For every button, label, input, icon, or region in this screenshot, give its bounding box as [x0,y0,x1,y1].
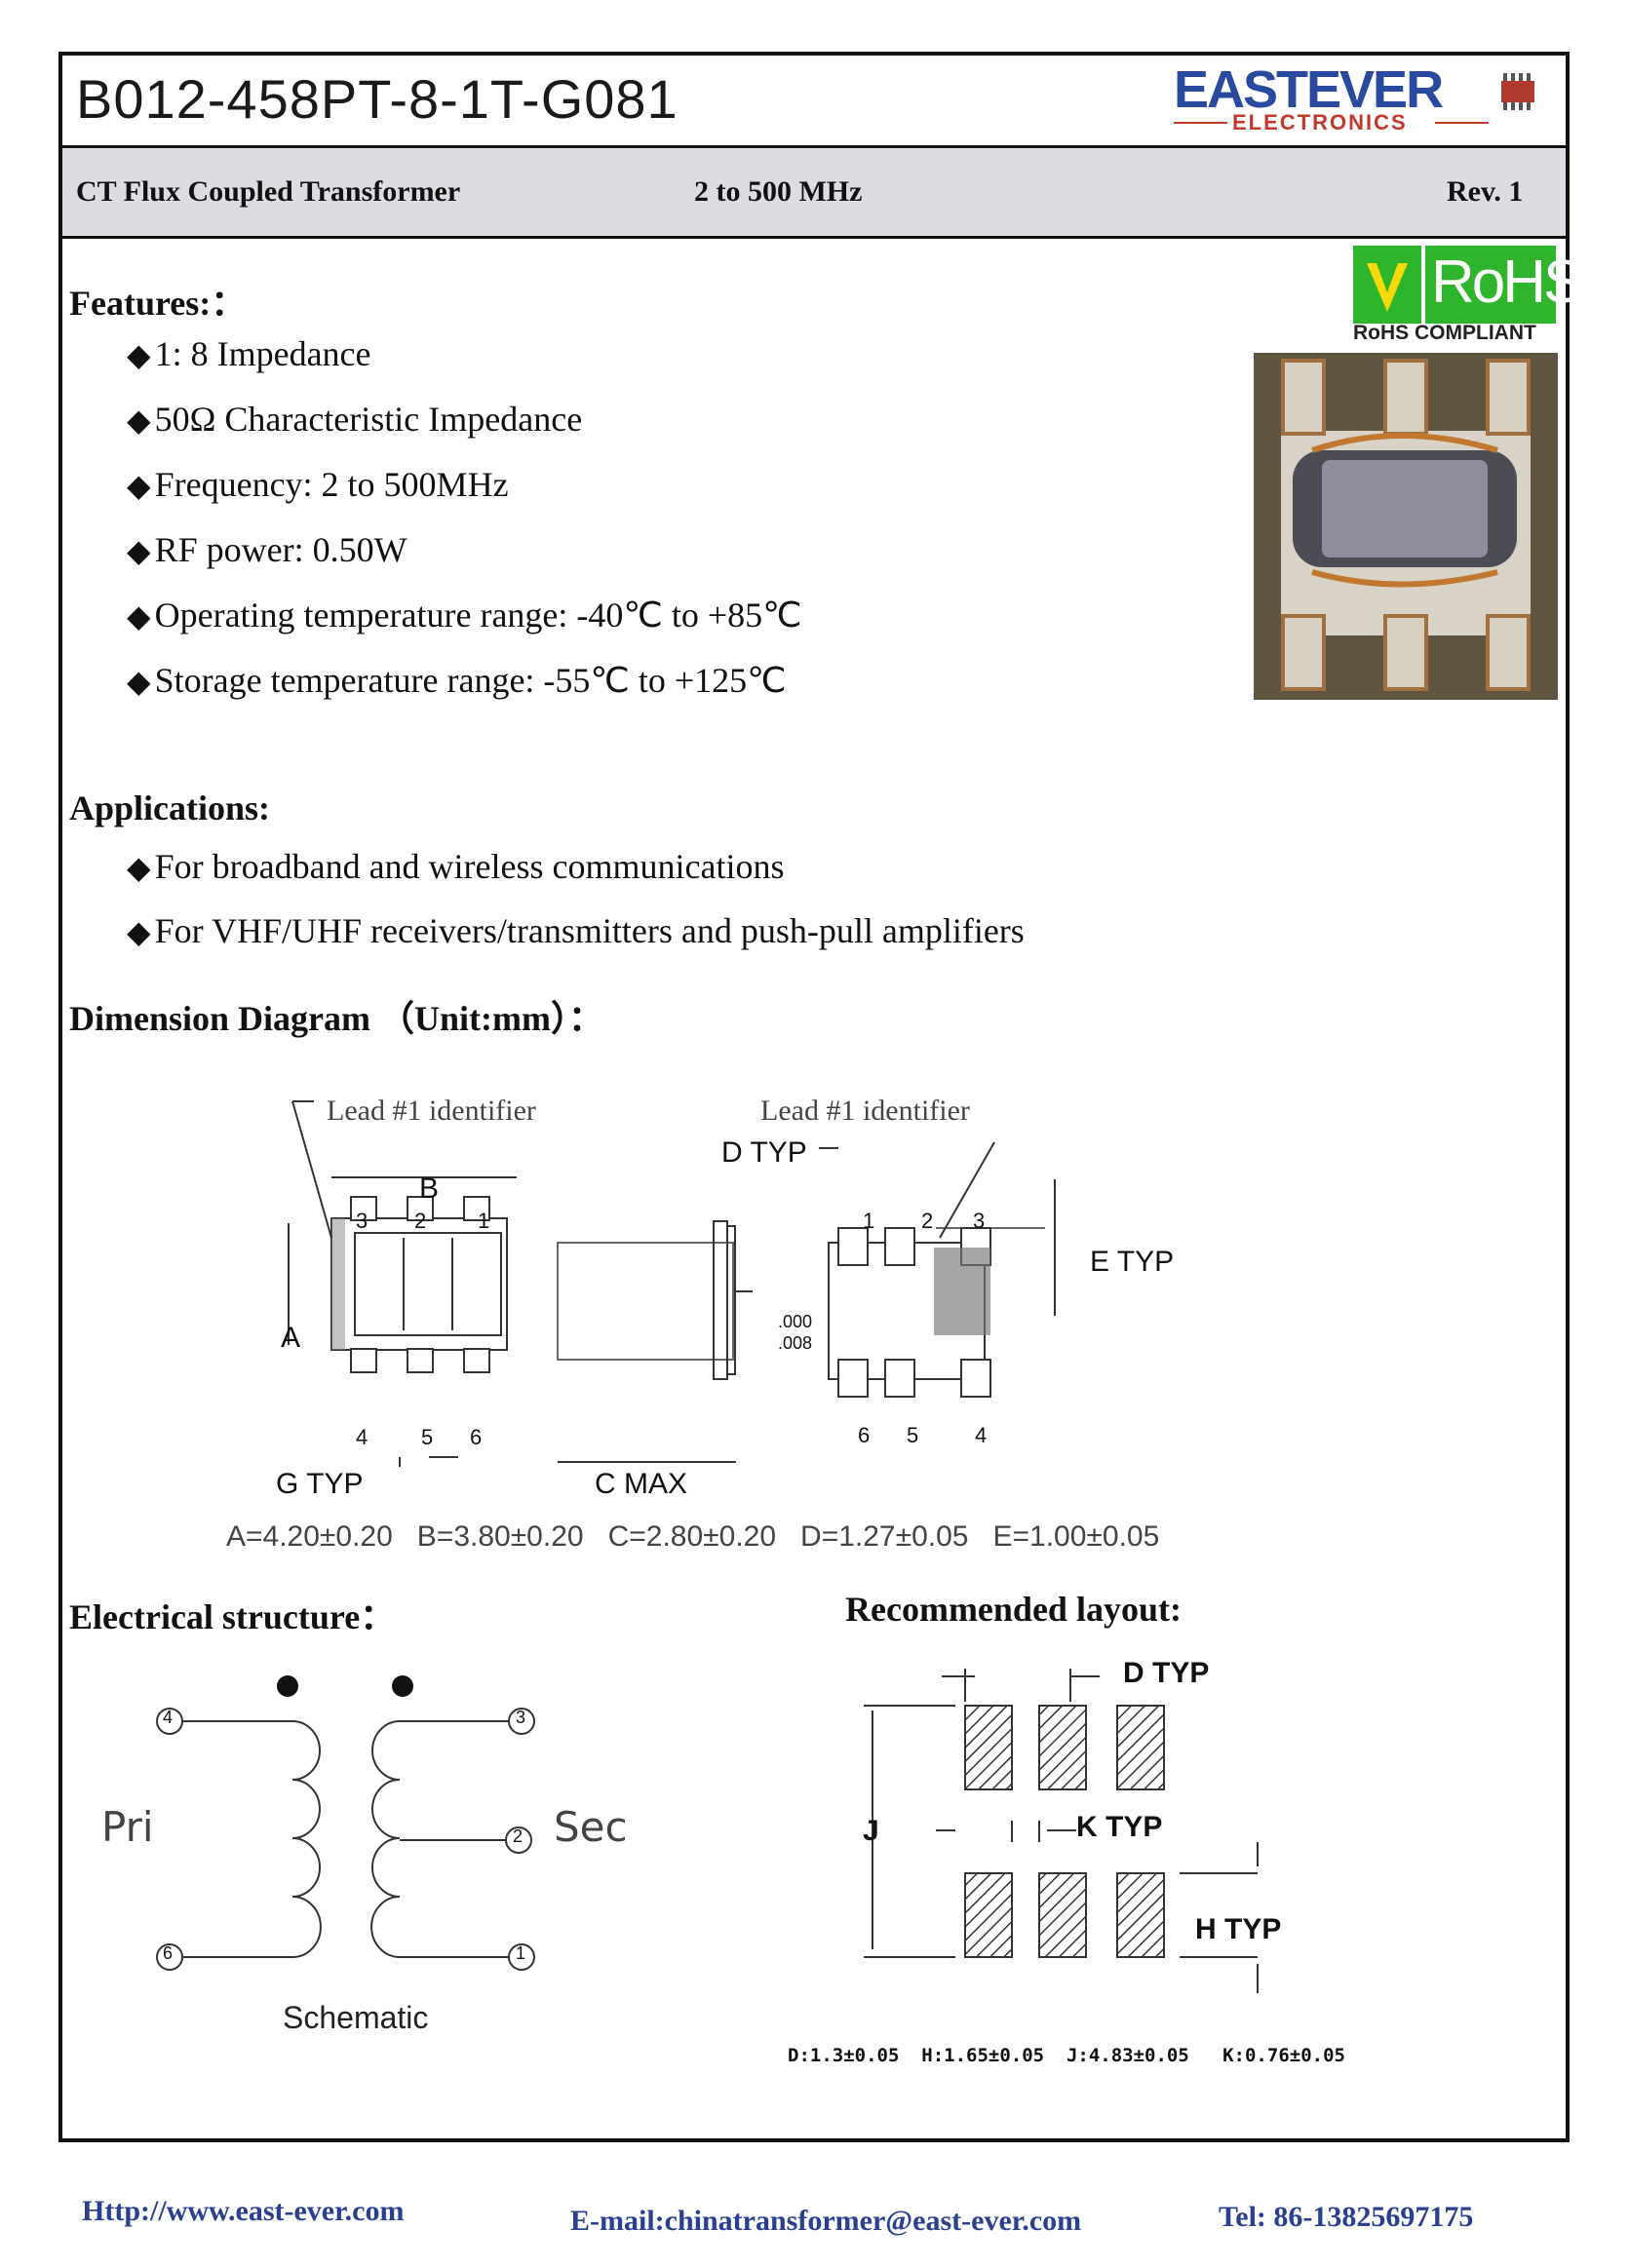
feature-item: ◆Frequency: 2 to 500MHz [127,464,509,505]
dimension-heading: Dimension Diagram （Unit:mm）： [69,999,603,1038]
schematic-drawing [156,1675,535,1971]
diamond-bullet-icon: ◆ [127,403,151,438]
feature-item: ◆Operating temperature range: -40℃ to +8… [127,595,802,635]
diamond-bullet-icon: ◆ [127,914,151,949]
feature-text: Storage temperature range: -55℃ to +125℃ [154,661,787,700]
application-item: ◆For broadband and wireless communicatio… [127,846,784,887]
diamond-bullet-icon: ◆ [127,468,151,503]
pin-5-bottom-right: 5 [907,1423,919,1447]
dim-label-g: G TYP [276,1468,364,1500]
pin-5-bottom-left: 5 [421,1425,434,1449]
dim-label-c: C MAX [595,1468,688,1500]
layout-label-h: H TYP [1195,1913,1282,1945]
title-row: B012-458PT-8-1T-G081 EASTEVER ELECTRONIC… [62,56,1566,148]
logo-sub-text: ELECTRONICS [1232,110,1408,135]
dim-label-b: B [419,1172,440,1205]
diamond-bullet-icon: ◆ [127,850,151,885]
feature-text: 50Ω Characteristic Impedance [154,400,583,439]
chip-icon [1501,73,1534,110]
lead-identifier-label-left: Lead #1 identifier [327,1095,536,1127]
pin-1-label: 1 [516,1943,526,1963]
layout-heading: Recommended layout: [845,1590,1182,1629]
dimension-values: A=4.20±0.20 B=3.80±0.20 C=2.80±0.20 D=1.… [226,1520,1159,1554]
feature-item: ◆1: 8 Impedance [127,333,371,374]
feature-item: ◆RF power: 0.50W [127,529,407,570]
dim-value-c: C=2.80±0.20 [607,1520,777,1553]
part-number: B012-458PT-8-1T-G081 [76,68,679,130]
dim-value-e: E=1.00±0.05 [992,1520,1160,1553]
pin-2-top-right: 2 [921,1209,934,1233]
feature-text: Operating temperature range: -40℃ to +85… [154,596,802,634]
schematic-caption: Schematic [283,2000,429,2035]
pin-1-top-left: 1 [478,1209,490,1233]
layout-label-j: J [863,1815,879,1847]
pin-6-bottom-right: 6 [858,1423,871,1447]
tolerance-bottom: .008 [778,1333,813,1353]
applications-heading: Applications: [69,788,271,827]
dim-label-d: D TYP [721,1136,807,1169]
datasheet-frame [58,52,1570,2142]
dimension-drawing [288,1100,1056,1467]
application-item: ◆For VHF/UHF receivers/transmitters and … [127,910,1025,951]
rohs-label: RoHS [1431,249,1583,316]
pin-6-label: 6 [163,1943,174,1963]
primary-label: Pri [101,1803,154,1851]
product-photo [1254,353,1558,700]
diamond-bullet-icon: ◆ [127,664,151,699]
pin-4-bottom-left: 4 [356,1425,368,1449]
dim-value-d: D=1.27±0.05 [800,1520,969,1553]
dim-value-a: A=4.20±0.20 [226,1520,393,1553]
feature-text: RF power: 0.50W [154,530,407,569]
rohs-badge: RoHS RoHS COMPLIANT [1353,246,1583,344]
features-heading: Features:： [69,284,247,323]
application-text: For VHF/UHF receivers/transmitters and p… [154,911,1025,950]
application-text: For broadband and wireless communication… [154,847,785,886]
feature-item: ◆50Ω Characteristic Impedance [127,399,582,440]
logo-rule-right [1435,122,1489,124]
layout-drawing [864,1669,1259,1993]
dim-label-e: E TYP [1090,1246,1175,1278]
feature-text: 1: 8 Impedance [154,334,371,373]
electrical-heading: Electrical structure： [69,1597,396,1636]
layout-label-k: K TYP [1076,1811,1163,1843]
logo-rule-left [1174,122,1227,124]
pin-2-top-left: 2 [414,1209,427,1233]
pin-2-label: 2 [513,1826,524,1846]
footer-telephone: Tel: 86-13825697175 [1219,2201,1474,2233]
feature-item: ◆Storage temperature range: -55℃ to +125… [127,660,787,701]
revision: Rev. 1 [1447,175,1524,208]
pin-4-label: 4 [163,1708,174,1727]
diamond-bullet-icon: ◆ [127,533,151,568]
dim-label-a: A [281,1322,301,1354]
layout-values: D:1.3±0.05 H:1.65±0.05 J:4.83±0.05 K:0.7… [788,2045,1345,2066]
product-name: CT Flux Coupled Transformer [76,175,461,208]
footer-website[interactable]: Http://www.east-ever.com [82,2195,405,2227]
pin-3-top-left: 3 [356,1209,368,1233]
pin-6-bottom-left: 6 [470,1425,483,1449]
logo-main-text: EASTEVER [1174,60,1444,119]
frequency-range: 2 to 500 MHz [694,175,863,208]
diamond-bullet-icon: ◆ [127,598,151,634]
layout-label-d: D TYP [1123,1657,1210,1689]
diamond-bullet-icon: ◆ [127,337,151,372]
pin-3-top-right: 3 [973,1209,986,1233]
pin-4-bottom-right: 4 [975,1423,988,1447]
pin-1-top-right: 1 [863,1209,875,1233]
tolerance-top: .000 [778,1312,813,1331]
dim-value-b: B=3.80±0.20 [416,1520,584,1553]
company-logo: EASTEVER ELECTRONICS [1174,60,1544,135]
subtitle-row: CT Flux Coupled Transformer 2 to 500 MHz… [62,148,1566,239]
footer-email[interactable]: E-mail:chinatransformer@east-ever.com [570,2205,1082,2237]
secondary-label: Sec [554,1803,628,1851]
rohs-compliant-text: RoHS COMPLIANT [1353,322,1536,344]
lead-identifier-label-right: Lead #1 identifier [760,1095,970,1127]
pin-3-label: 3 [516,1708,526,1727]
feature-text: Frequency: 2 to 500MHz [154,465,509,504]
